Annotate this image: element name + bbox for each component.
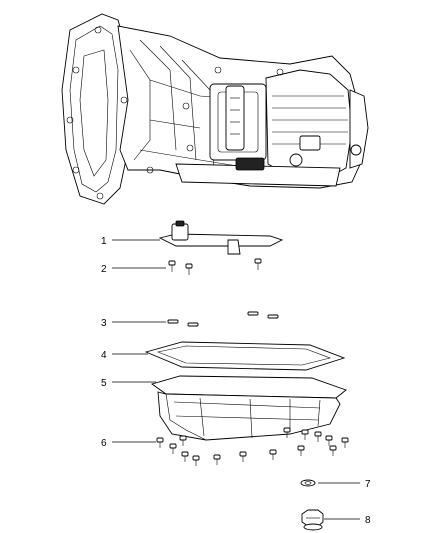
drain-plug — [301, 509, 324, 531]
bolt — [325, 435, 333, 446]
bolt — [169, 443, 177, 454]
bolt — [329, 445, 337, 456]
screw — [168, 260, 176, 272]
bolt — [297, 445, 305, 456]
bolt — [213, 454, 221, 465]
callout-5: 5 — [101, 378, 107, 389]
filter-screws — [168, 258, 262, 275]
bolt — [192, 455, 200, 466]
oil-filter — [158, 220, 284, 255]
callout-3: 3 — [101, 318, 107, 329]
bolt — [156, 437, 164, 448]
callout-2: 2 — [101, 264, 107, 275]
transmission-assembly — [61, 13, 369, 205]
callout-leaders — [112, 239, 360, 520]
callout-numbers: 1 2 3 4 5 6 7 8 — [101, 236, 371, 526]
callout-6: 6 — [101, 438, 107, 449]
bolt — [179, 435, 187, 446]
oil-pan — [150, 375, 347, 441]
retaining-clips — [167, 311, 279, 327]
bolt — [314, 431, 322, 442]
pan-gasket — [144, 341, 346, 371]
callout-4: 4 — [101, 350, 107, 361]
bolt — [341, 437, 349, 448]
bolt — [181, 451, 189, 462]
drain-plug-gasket — [300, 479, 316, 487]
bolt — [239, 451, 247, 462]
bolt — [283, 427, 291, 438]
callout-8: 8 — [365, 515, 371, 526]
callout-1: 1 — [101, 236, 107, 247]
screw — [185, 263, 193, 275]
screw — [254, 258, 262, 270]
callout-7: 7 — [365, 479, 371, 490]
bolt — [269, 449, 277, 460]
bolt — [301, 429, 309, 440]
pan-bolts — [156, 427, 349, 466]
